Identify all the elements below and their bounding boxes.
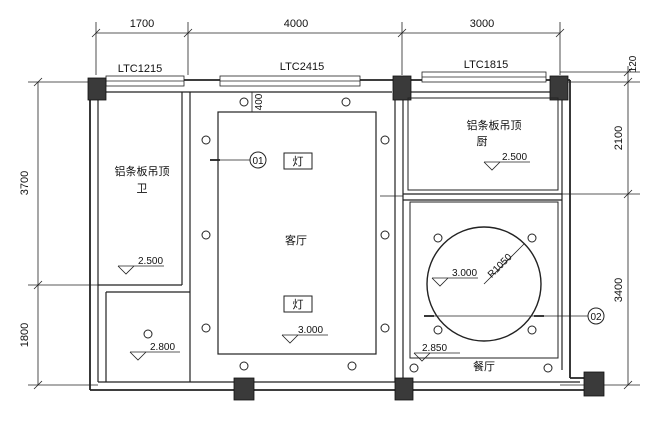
top-dimension-line: 1700 4000 3000: [91, 18, 565, 75]
callout-01-label: 01: [252, 156, 264, 167]
bathroom-ceiling-note: 铝条板吊顶: [115, 164, 170, 178]
dim-top-3: 3000: [470, 18, 494, 30]
window-right-label: LTC1815: [464, 59, 508, 71]
bathroom: 铝条板吊顶 卫 2.500: [115, 164, 170, 275]
elevation-small-room-label: 2.800: [150, 342, 175, 353]
window-ltc1815: LTC1815: [421, 59, 547, 83]
elevation-living: 3.000: [281, 325, 328, 344]
window-ltc1215: LTC1215: [105, 63, 185, 87]
right-dimension-line: 120 2100 3400: [560, 55, 640, 390]
lamp-lower: 灯: [283, 295, 313, 313]
elevation-living-label: 3.000: [298, 325, 323, 336]
interior-walls: [98, 92, 562, 382]
room-kitchen-name: 厨: [477, 135, 488, 148]
living-downlights: [201, 97, 390, 371]
window-left-label: LTC1215: [118, 63, 162, 75]
callout-01: 01: [210, 151, 267, 169]
small-room: 2.800: [129, 329, 180, 361]
dim-right-2: 2100: [613, 126, 625, 150]
left-dimension-line: 3700 1800: [19, 77, 98, 390]
callout-02-label: 02: [590, 312, 602, 323]
dim-right-1: 120: [628, 55, 639, 72]
window-ltc2415: LTC2415: [219, 61, 361, 87]
lamp-upper-label: 灯: [293, 155, 304, 168]
lamp-upper: 灯: [283, 152, 313, 170]
dim-left-1: 3700: [19, 171, 31, 195]
elevation-bath-label: 2.500: [138, 256, 163, 267]
elevation-kitchen-label: 2.500: [502, 152, 527, 163]
room-dining-name: 餐厅: [473, 359, 495, 373]
dim-left-2: 1800: [19, 323, 31, 347]
living-ceiling-panel: 400: [217, 92, 377, 355]
kitchen-ceiling-note: 铝条板吊顶: [467, 118, 522, 132]
room-living-name: 客厅: [285, 233, 307, 247]
dining-ceiling: R1050 3.000 2.850 餐厅: [409, 201, 588, 373]
lamp-lower-label: 灯: [293, 298, 304, 311]
offset-400-label: 400: [254, 93, 265, 110]
kitchen: 铝条板吊顶 厨 2.500: [407, 97, 559, 191]
dim-top-1: 1700: [130, 18, 154, 30]
structural-columns: [87, 75, 605, 401]
dim-right-3: 3400: [613, 278, 625, 302]
radius-label: R1050: [486, 252, 515, 281]
window-middle-label: LTC2415: [280, 61, 324, 73]
elevation-dining-label: 2.850: [422, 343, 447, 354]
room-bathroom-name: 卫: [137, 183, 148, 195]
callout-02: 02: [587, 307, 605, 325]
elevation-dining-circle-label: 3.000: [452, 268, 477, 279]
dim-top-2: 4000: [284, 18, 308, 30]
